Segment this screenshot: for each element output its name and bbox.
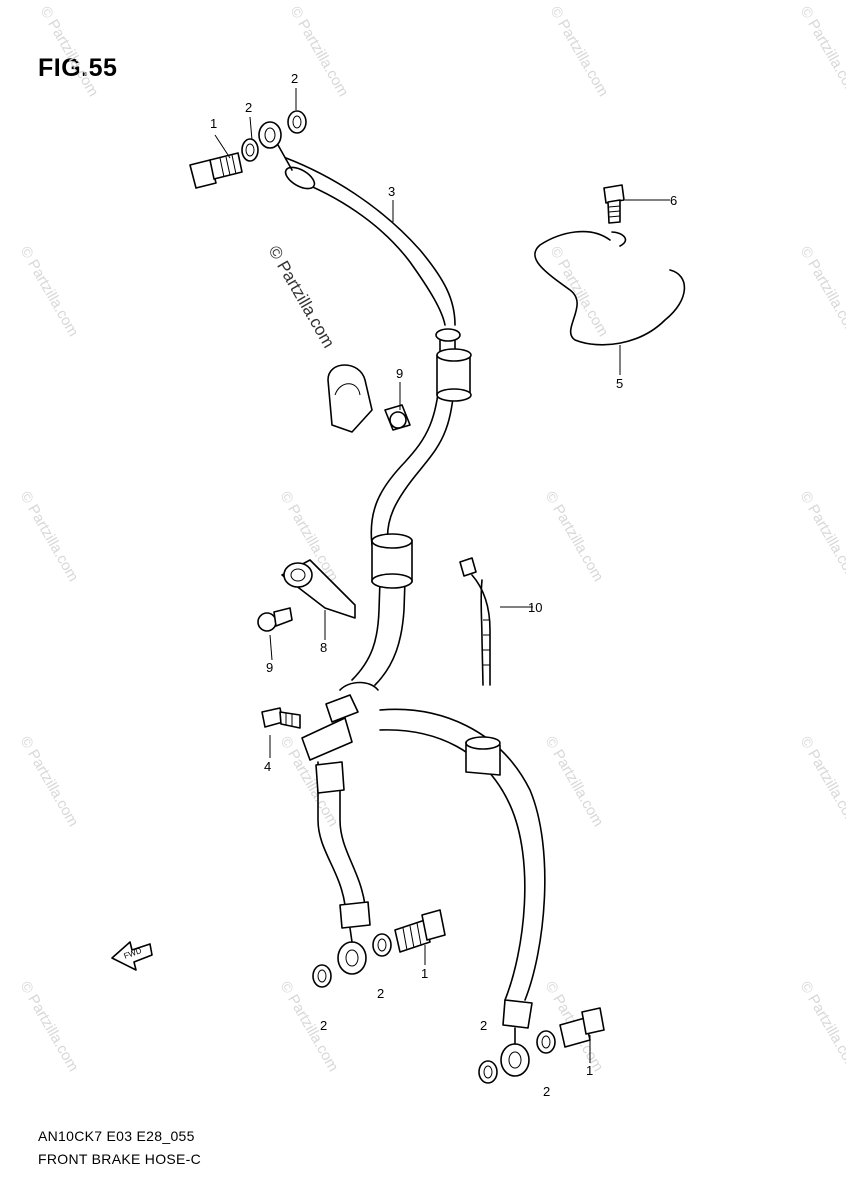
callout-label: 1 (421, 966, 428, 981)
callout-labels: 1 2 2 3 6 5 9 10 9 8 4 1 2 2 2 2 1 (210, 71, 677, 1099)
callout-label: 3 (388, 184, 395, 199)
watermark: © Partzilla.com (797, 244, 846, 340)
callout-label: 9 (396, 366, 403, 381)
watermark: © Partzilla.com (797, 979, 846, 1075)
watermark: © Partzilla.com (17, 734, 82, 830)
callout-label: 9 (266, 660, 273, 675)
watermark: © Partzilla.com (17, 979, 82, 1075)
callout-label: 2 (320, 1018, 327, 1033)
callout-label: 2 (291, 71, 298, 86)
watermark: © Partzilla.com (797, 4, 846, 100)
watermark: © Partzilla.com (797, 489, 846, 585)
model-code: AN10CK7 E03 E28_055 (38, 1128, 195, 1144)
brake-hose-lower-right (379, 708, 605, 1084)
watermark: © Partzilla.com (17, 244, 82, 340)
hose-bracket (257, 559, 356, 632)
section-name: FRONT BRAKE HOSE-C (38, 1151, 202, 1167)
callout-label: 2 (377, 986, 384, 1001)
callout-leaders (214, 88, 670, 1063)
watermark: © Partzilla.com (277, 979, 342, 1075)
callout-label: 5 (616, 376, 623, 391)
watermark: © Partzilla.com (547, 4, 612, 100)
hose-clamp-upper (327, 364, 411, 433)
watermark: © Partzilla.com (542, 734, 607, 830)
callout-label: 2 (543, 1084, 550, 1099)
brake-hose-upper (285, 157, 456, 686)
forward-arrow-icon: FWD (111, 941, 153, 971)
clamp-wire-assembly (534, 184, 686, 346)
callout-label: 1 (586, 1063, 593, 1078)
watermark: © Partzilla.com (547, 244, 612, 340)
watermark: © Partzilla.com (17, 489, 82, 585)
brake-hose-joint (261, 681, 379, 761)
watermark: © Partzilla.com (37, 4, 102, 100)
callout-label: 8 (320, 640, 327, 655)
callout-label: 2 (245, 100, 252, 115)
callout-label: 10 (528, 600, 542, 615)
cable-tie (459, 557, 491, 686)
callout-label: 1 (210, 116, 217, 131)
hose-grommets (284, 166, 472, 589)
watermark-prominent: © Partzilla.com (265, 243, 339, 352)
upper-banjo-assembly (189, 110, 307, 189)
callout-label: 4 (264, 759, 271, 774)
figure-title: FIG.55 (38, 54, 118, 82)
brake-hose-lower-left (312, 761, 446, 988)
watermark: © Partzilla.com (797, 734, 846, 830)
callout-label: 2 (480, 1018, 487, 1033)
watermark: © Partzilla.com (542, 489, 607, 585)
callout-label: 6 (670, 193, 677, 208)
